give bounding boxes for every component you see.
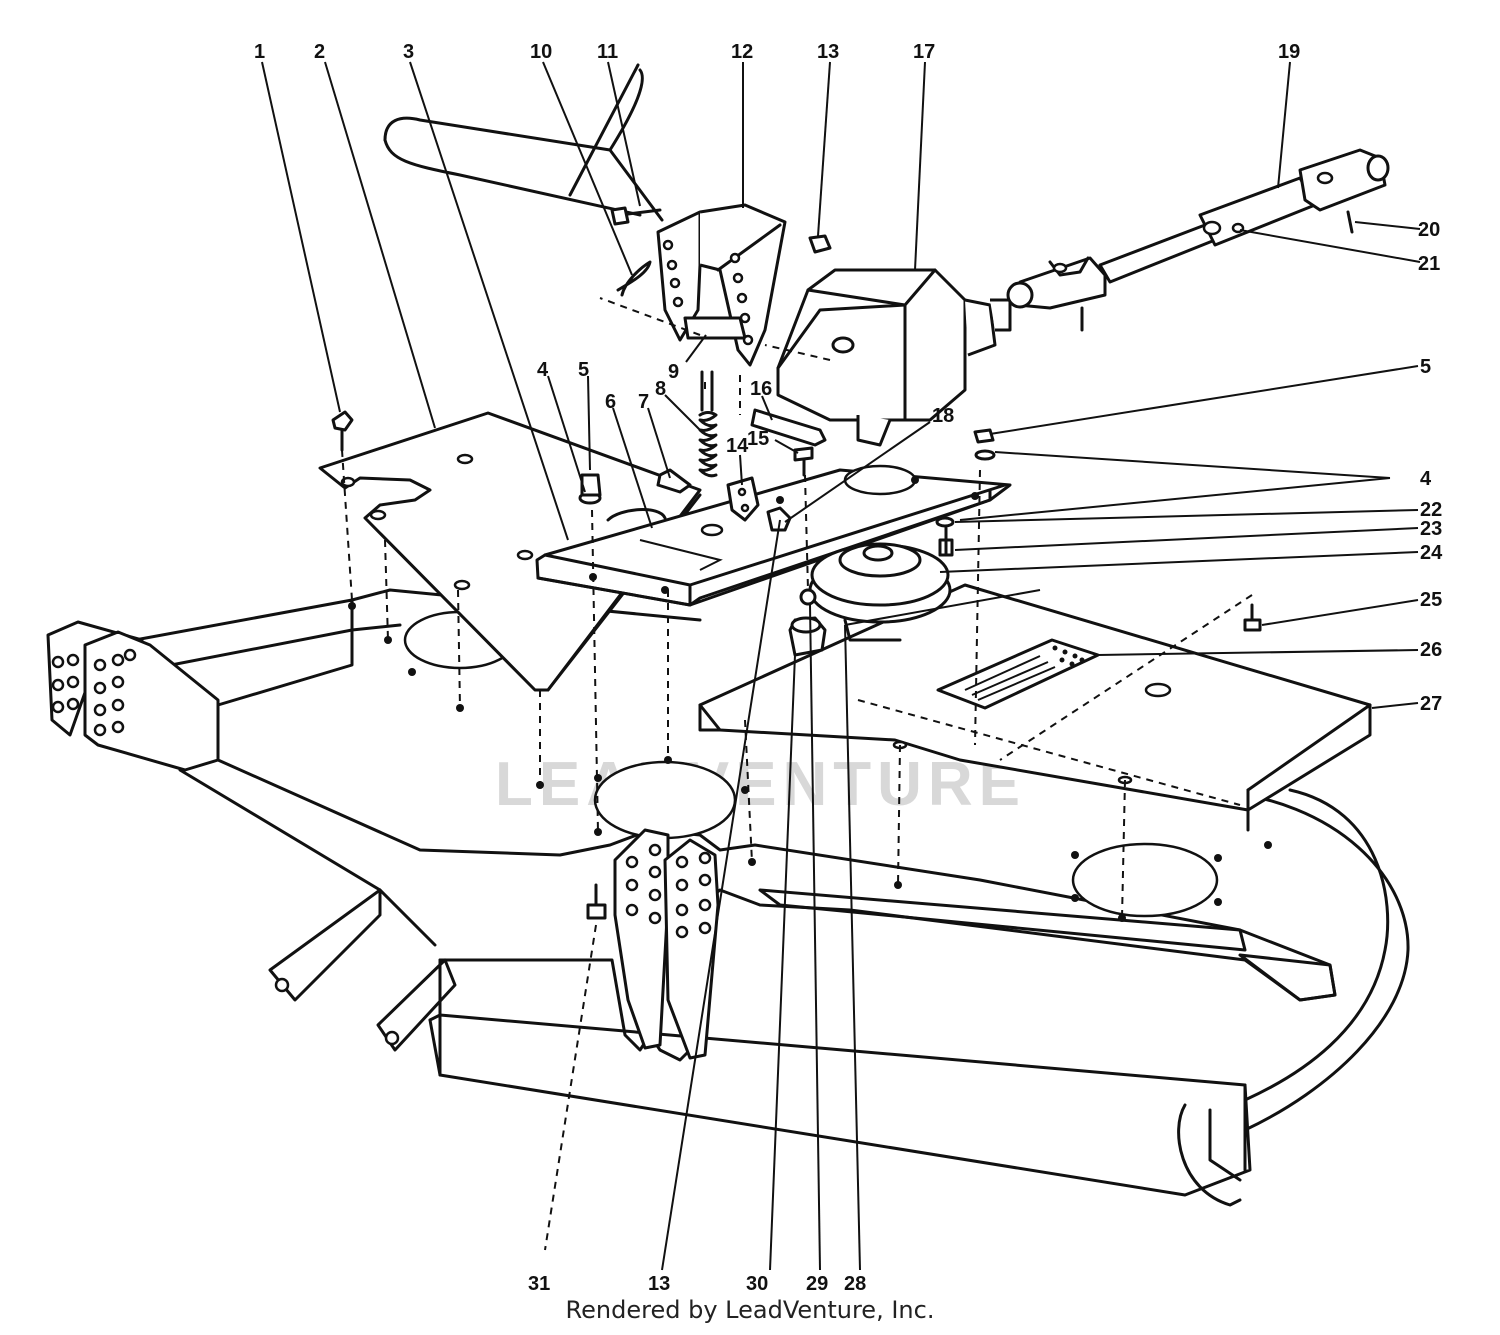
callout-1: 1 [254,41,265,63]
callout-8: 8 [655,378,666,400]
callout-11: 11 [597,41,618,63]
spindle-pulley [808,542,952,642]
hardware [331,206,1262,920]
callout-21: 21 [1418,253,1440,275]
alignment-lines [341,297,1253,1251]
callout-20: 20 [1418,219,1440,241]
callout-22: 22 [1420,499,1442,521]
callout-18: 18 [932,405,954,427]
callout-25: 25 [1420,589,1442,611]
callout-17: 17 [913,41,935,63]
callout-27: 27 [1420,693,1442,715]
callout-23: 23 [1420,518,1442,540]
callout-30: 30 [746,1273,768,1295]
callout-4-left: 4 [537,359,549,381]
callout-6: 6 [605,391,616,413]
callout-4-right: 4 [1420,468,1432,490]
lift-spring [698,370,718,478]
gearbox [776,268,1012,447]
callout-29: 29 [806,1273,828,1295]
callout-15: 15 [747,428,769,450]
drive-shaft [1006,148,1390,332]
callout-14: 14 [726,435,749,457]
lift-handle-outline [383,63,664,222]
callout-10: 10 [530,41,552,63]
lift-link-bracket [656,203,787,367]
spindle-nut [788,588,827,657]
callout-13-bottom: 13 [648,1273,670,1295]
callout-labels: 1 2 3 10 11 12 13 17 19 20 21 9 4 5 6 7 … [254,41,1443,1295]
front-hitch-bracket-left [46,620,220,772]
callout-3: 3 [403,41,414,63]
watermark: LEADVENTURE [495,750,1026,819]
callout-7: 7 [638,391,649,413]
lift-brackets-center [613,828,720,1060]
callout-5-left: 5 [578,359,589,381]
leader-lines [261,61,1421,1271]
callout-28: 28 [844,1273,866,1295]
pivot-pin [750,408,827,447]
callout-26: 26 [1420,639,1442,661]
callout-5-right: 5 [1420,356,1431,378]
render-credit: Rendered by LeadVenture, Inc. [565,1296,935,1324]
callout-12: 12 [731,41,753,63]
callout-24: 24 [1420,542,1443,564]
decal-label [936,638,1100,710]
callout-2: 2 [314,41,325,63]
callout-31: 31 [528,1273,550,1295]
callout-9: 9 [668,361,679,383]
callout-13-top: 13 [817,41,839,63]
callout-19: 19 [1278,41,1300,63]
callout-16: 16 [750,378,772,400]
